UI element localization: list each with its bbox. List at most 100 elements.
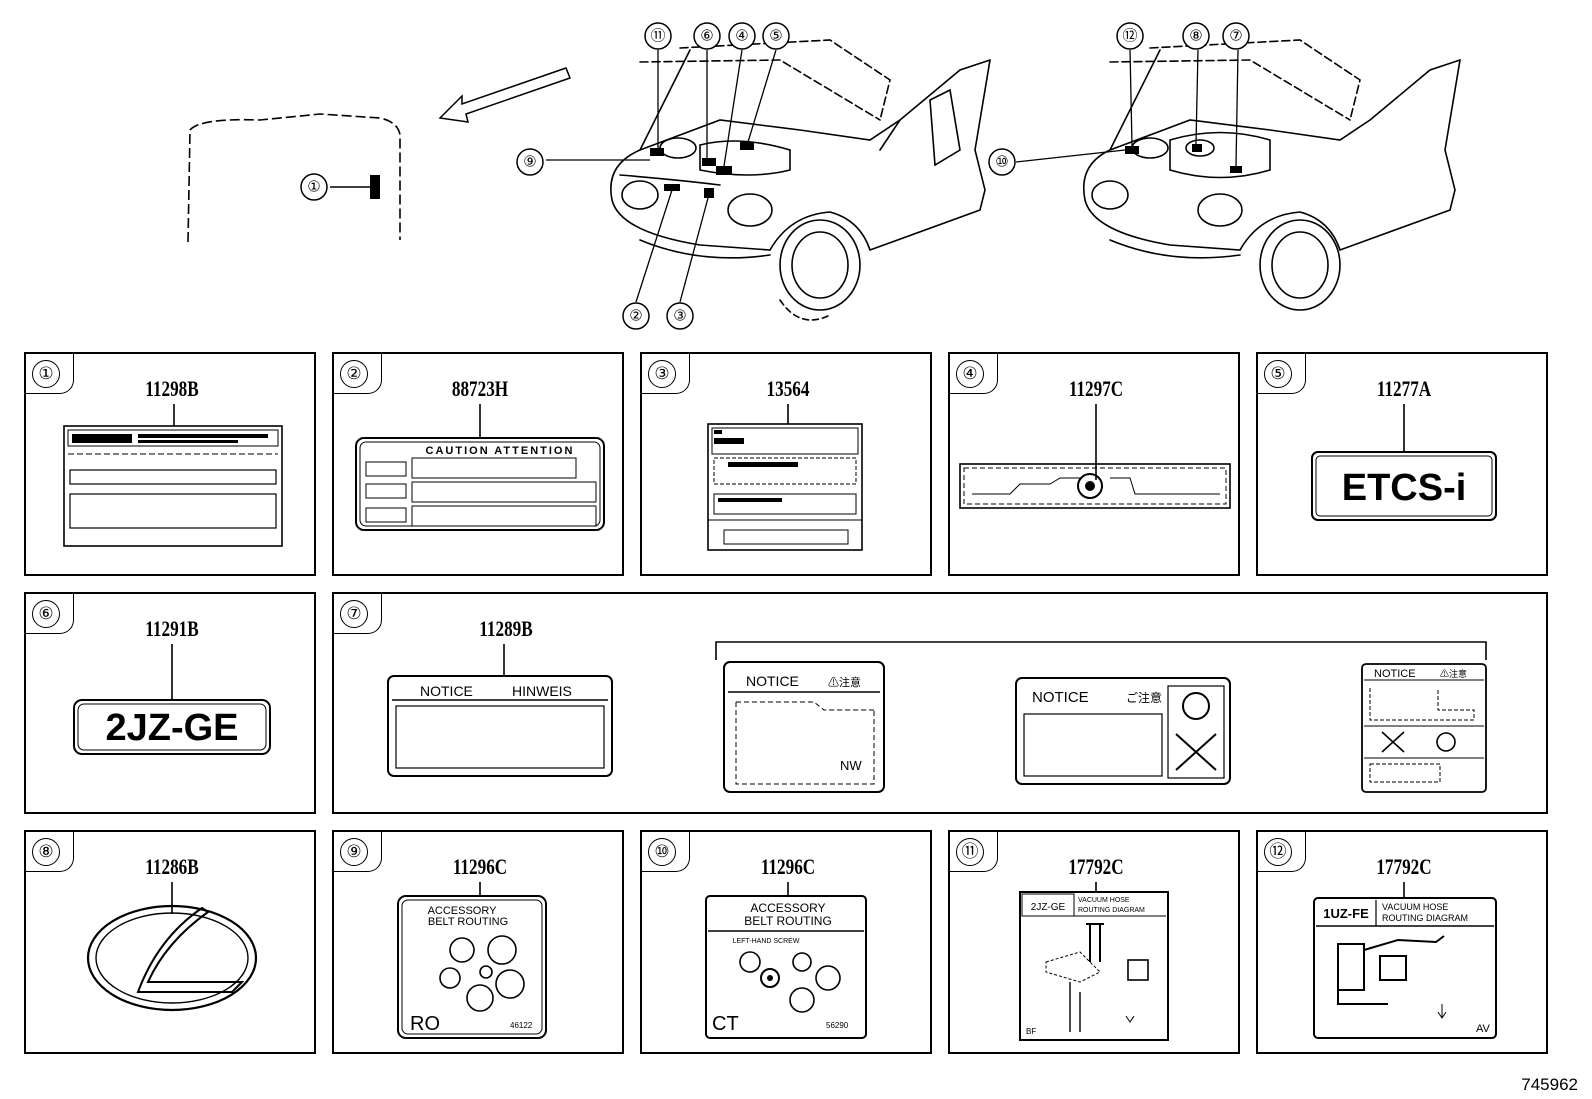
callout-12: ⑫ xyxy=(1122,28,1137,45)
panel-number: ⑤ xyxy=(1264,360,1292,388)
hood-underside-view xyxy=(187,113,401,243)
callout-7: ⑦ xyxy=(1229,28,1242,45)
panel-number: ⑨ xyxy=(340,838,368,866)
part-number: 11289B xyxy=(479,616,533,641)
car2-label-8 xyxy=(1192,144,1202,152)
label-caption: CAUTION ATTENTION xyxy=(426,445,575,457)
panel-number: ⑪ xyxy=(956,838,984,866)
panel-6: ⑥ 11291B 2JZ-GE xyxy=(24,592,316,814)
panel-number: ③ xyxy=(648,360,676,388)
panel-3: ③ 13564 xyxy=(640,352,932,576)
panel-number: ⑧ xyxy=(32,838,60,866)
part-number: 11296C xyxy=(452,854,508,879)
notice-left: NOTICE xyxy=(746,673,799,689)
belt-line2: BELT ROUTING xyxy=(428,916,508,928)
label-drawing: ACCESSORY BELT ROUTING LEFT-HAND SCREW C… xyxy=(705,882,867,1039)
figure-id: 745962 xyxy=(1521,1075,1578,1094)
panel-8: ⑧ 11286B xyxy=(24,830,316,1054)
part-number: 11298B xyxy=(145,376,199,401)
part-number: 11297C xyxy=(1068,376,1124,401)
panel-number: ⑦ xyxy=(340,600,368,628)
label-drawing xyxy=(63,404,283,547)
belt-code: RO xyxy=(410,1013,440,1035)
vacuum-hose-label-drawing: 1UZ-FE VACUUM HOSE ROUTING DIAGRAM AV xyxy=(1313,882,1497,1039)
panel-9: ⑨ 11296C ACCESSORY BELT ROUTING RO 46122 xyxy=(332,830,624,1054)
panel-number: ① xyxy=(32,360,60,388)
belt-line1: ACCESSORY xyxy=(428,905,498,917)
diagram-title1: VACUUM HOSE xyxy=(1382,902,1448,912)
engine-text: 2JZ-GE xyxy=(105,707,238,749)
label-drawing: CAUTION ATTENTION xyxy=(355,404,605,531)
panel-number: ⑫ xyxy=(1264,838,1292,866)
engine-code: 1UZ-FE xyxy=(1323,906,1369,921)
car1-label-6 xyxy=(702,158,716,166)
notice-right: ⚠注意 xyxy=(828,675,861,689)
notice-right: ご注意 xyxy=(1126,690,1162,705)
label-drawing: ETCS-i xyxy=(1311,404,1497,521)
belt-sub: LEFT-HAND SCREW xyxy=(733,938,800,945)
label-1-marker xyxy=(370,175,380,199)
part-number: 17792C xyxy=(1376,854,1432,879)
label-drawing xyxy=(707,404,863,551)
notice-left: NOTICE xyxy=(1374,668,1416,680)
panel-2: ② 88723H CAUTION ATTENTION xyxy=(332,352,624,576)
callout-5: ⑤ xyxy=(769,28,782,45)
belt-serial: 56290 xyxy=(826,1021,849,1030)
callout-2: ② xyxy=(629,308,642,325)
label-drawing: NOTICE HINWEIS NOTICE ⚠注意 NW NOTICE ご注意 … xyxy=(387,641,1487,793)
car2-label-7 xyxy=(1230,166,1242,173)
label-drawing: ACCESSORY BELT ROUTING RO 46122 xyxy=(397,882,547,1039)
part-number: 11286B xyxy=(145,854,199,879)
panel-4: ④ 11297C xyxy=(948,352,1240,576)
callout-10: ⑩ xyxy=(995,154,1008,171)
car-front-2jz xyxy=(610,39,991,321)
panel-12: ⑫ 17792C 1UZ-FE VACUUM HOSE ROUTING DIAG… xyxy=(1256,830,1548,1054)
engine-code: 2JZ-GE xyxy=(1031,902,1066,913)
part-number: 11291B xyxy=(145,616,199,641)
vacuum-hose-label-drawing: 2JZ-GE VACUUM HOSE ROUTING DIAGRAM BF xyxy=(1019,882,1169,1041)
panel-10: ⑩ 11296C ACCESSORY BELT ROUTING LEFT-HAN… xyxy=(640,830,932,1054)
callout-8: ⑧ xyxy=(1189,28,1202,45)
panel-1: ① 11298B xyxy=(24,352,316,576)
car2-label-12 xyxy=(1125,146,1139,154)
callout-6: ⑥ xyxy=(700,28,713,45)
callout-4: ④ xyxy=(735,28,748,45)
car-front-1uz xyxy=(1083,39,1461,311)
car1-label-2 xyxy=(664,184,680,191)
variant-code: NW xyxy=(840,758,862,773)
panel-number: ⑥ xyxy=(32,600,60,628)
diagram-title2: ROUTING DIAGRAM xyxy=(1078,907,1145,914)
diagram-title1: VACUUM HOSE xyxy=(1078,897,1130,904)
notice-right: HINWEIS xyxy=(512,683,572,699)
part-number: 17792C xyxy=(1068,854,1124,879)
panel-11: ⑪ 17792C 2JZ-GE VACUUM HOSE ROUTING DIAG… xyxy=(948,830,1240,1054)
car1-label-4 xyxy=(716,166,732,175)
callout-numbers xyxy=(300,22,1250,330)
car1-label-3 xyxy=(704,188,714,198)
direction-arrow xyxy=(438,67,571,123)
belt-code: CT xyxy=(712,1013,739,1035)
diagram-code: BF xyxy=(1026,1027,1036,1036)
lexus-emblem-drawing xyxy=(86,882,258,1012)
label-drawing xyxy=(959,404,1231,509)
panel-number: ④ xyxy=(956,360,984,388)
etcs-text: ETCS-i xyxy=(1342,467,1467,509)
belt-line1: ACCESSORY xyxy=(750,901,825,915)
notice-left: NOTICE xyxy=(420,683,473,699)
part-number: 11296C xyxy=(760,854,816,879)
label-drawing: 2JZ-GE xyxy=(73,644,271,755)
callout-11: ⑪ xyxy=(650,28,665,45)
car1-label-11 xyxy=(650,148,664,156)
diagram-code: AV xyxy=(1476,1023,1491,1035)
part-number: 13564 xyxy=(766,376,810,401)
callout-3: ③ xyxy=(673,308,686,325)
part-number: 88723H xyxy=(451,376,509,401)
panel-number: ② xyxy=(340,360,368,388)
part-number: 11277A xyxy=(1376,376,1432,401)
belt-serial: 46122 xyxy=(510,1021,533,1030)
callout-9: ⑨ xyxy=(523,154,536,171)
callout-1: ① xyxy=(307,179,320,196)
panel-5: ⑤ 11277A ETCS-i xyxy=(1256,352,1548,576)
belt-line2: BELT ROUTING xyxy=(744,914,832,928)
panel-7: ⑦ 11289B NOTICE HINWEIS NOTICE ⚠注意 NW NO… xyxy=(332,592,1548,814)
